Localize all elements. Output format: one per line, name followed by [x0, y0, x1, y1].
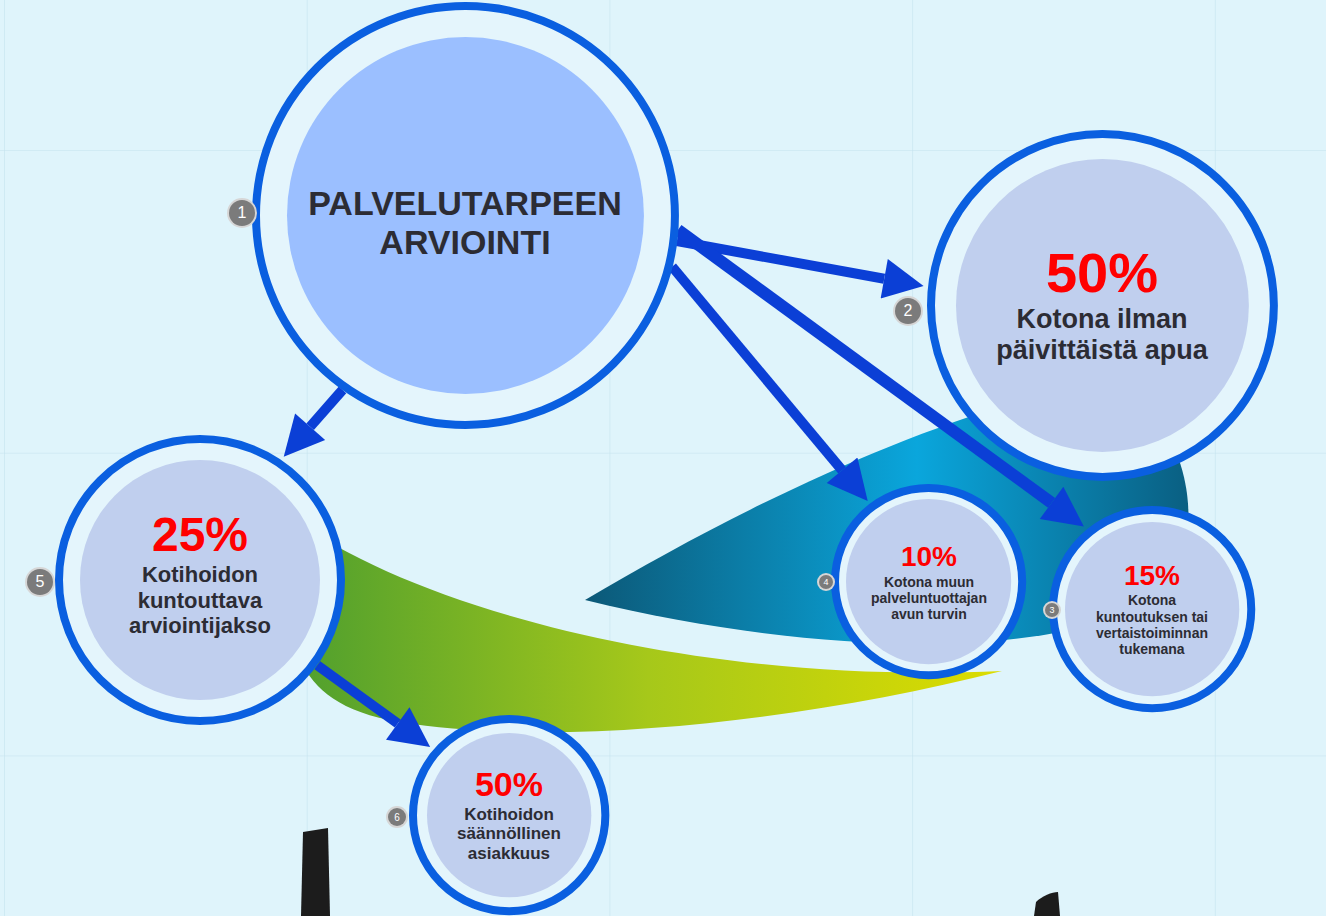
node-text: 50%Kotihoidon säännöllinen asiakkuus — [451, 767, 566, 863]
node-label: Kotihoidon säännöllinen asiakkuus — [451, 805, 566, 864]
arrow-connector — [672, 267, 842, 471]
node-label: Kotona ilman päivittäistä apua — [977, 304, 1227, 366]
arrow-connector — [310, 390, 342, 427]
dark-letter-shape — [1034, 892, 1060, 916]
node-label: Kotona muun palveluntuottajan avun turvi… — [865, 574, 993, 622]
circle-node: PALVELUTARPEEN ARVIOINTI — [252, 2, 679, 429]
node-label: Kotona kuntoutuksen tai vertaistoiminnan… — [1088, 592, 1216, 656]
inner-disc — [846, 499, 1011, 664]
callout-number: 1 — [229, 200, 255, 226]
outer-ring — [256, 6, 675, 425]
inner-disc — [80, 460, 320, 700]
inner-disc — [956, 159, 1249, 452]
circle-node: 25%Kotihoidon kuntouttava arviointijakso — [55, 435, 345, 725]
percent-value: 15% — [1088, 561, 1216, 590]
outer-ring — [59, 439, 341, 721]
node-text: 50%Kotona ilman päivittäistä apua — [977, 244, 1227, 367]
callout-number: 6 — [388, 808, 406, 826]
circle-node: 10% Kotona muun palveluntuottajan avun tu… — [831, 484, 1026, 679]
arrow-connector — [317, 665, 397, 723]
callout-number: 3 — [1045, 603, 1059, 617]
outer-ring — [1053, 510, 1251, 708]
circle-node: 50%Kotihoidon säännöllinen asiakkuus — [409, 715, 609, 915]
callout-number: 5 — [27, 569, 53, 595]
circle-node: 15%Kotona kuntoutuksen tai vertaistoimin… — [1049, 506, 1255, 712]
node-text: 10% Kotona muun palveluntuottajan avun tu… — [865, 542, 993, 622]
inner-disc — [287, 37, 644, 394]
node-label: Kotihoidon kuntouttava arviointijakso — [120, 562, 280, 638]
node-text: 25%Kotihoidon kuntouttava arviointijakso — [120, 510, 280, 638]
outer-ring — [931, 134, 1274, 477]
inner-disc — [1065, 522, 1239, 696]
percent-value: 25% — [120, 510, 280, 560]
callout-number: 2 — [895, 298, 921, 324]
percent-value: 10% — [865, 542, 993, 571]
outer-ring — [835, 488, 1022, 675]
inner-disc — [427, 733, 591, 897]
circle-node: 50%Kotona ilman päivittäistä apua — [927, 130, 1278, 481]
node-text: PALVELUTARPEEN ARVIOINTI — [300, 184, 630, 262]
dark-letter-shape — [301, 828, 330, 916]
percent-value: 50% — [451, 767, 566, 803]
outer-ring — [413, 719, 605, 911]
percent-value: 50% — [977, 244, 1227, 303]
node-text: 15%Kotona kuntoutuksen tai vertaistoimin… — [1088, 561, 1216, 657]
node-label: PALVELUTARPEEN ARVIOINTI — [300, 184, 630, 262]
callout-number: 4 — [819, 575, 833, 589]
